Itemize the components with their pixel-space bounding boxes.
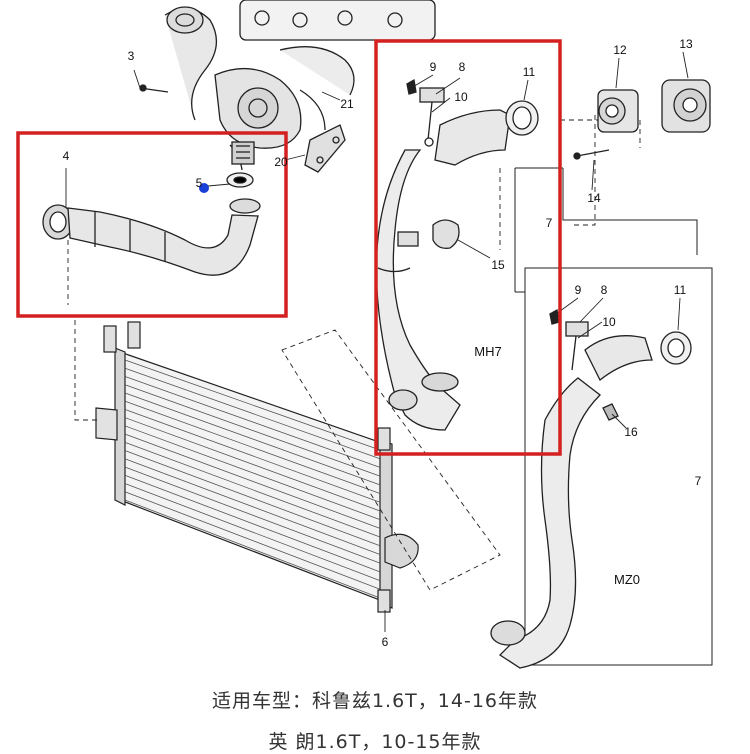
callout-11-mz0: 11	[674, 283, 687, 297]
highlight-box-mh7	[374, 39, 562, 456]
variant-label-mh7: MH7	[474, 344, 501, 359]
callout-12: 12	[613, 43, 627, 57]
callout-20: 20	[274, 155, 288, 169]
callout-7-mz0: 7	[695, 474, 702, 488]
callout-5: 5	[196, 176, 203, 190]
callout-10-mh7: 10	[454, 90, 468, 104]
callout-14: 14	[587, 191, 601, 205]
throttle-body-assembly	[573, 79, 711, 160]
callout-4: 4	[63, 149, 70, 163]
marker-dot	[199, 183, 209, 193]
hose-4-group	[42, 172, 261, 276]
callout-10-mz0: 10	[602, 315, 616, 329]
intercooler	[95, 321, 419, 613]
callout-9-mz0: 9	[575, 283, 582, 297]
variant-label-mz0: MZ0	[614, 572, 640, 587]
variant-frames	[514, 167, 713, 666]
highlight-boxes	[16, 39, 562, 456]
leader-lines	[65, 51, 689, 632]
callout-9-mh7: 9	[430, 60, 437, 74]
highlight-box-hose-4	[16, 131, 288, 318]
hose-7-mz0	[490, 308, 692, 669]
callout-11-mh7: 11	[523, 65, 536, 79]
turbo-manifold-assembly	[139, 0, 436, 173]
callout-21: 21	[340, 97, 354, 111]
caption-line-2: 英 朗1.6T，10-15年款	[268, 731, 482, 753]
callout-16: 16	[624, 425, 638, 439]
callout-15: 15	[491, 258, 505, 272]
callout-8-mz0: 8	[601, 283, 608, 297]
callout-13: 13	[679, 37, 693, 51]
hose-7-mh7	[375, 78, 539, 431]
callout-7-mh7: 7	[546, 216, 553, 230]
callouts: 3 21 20 4 5 9 8 10 11 12 13 14 7 15 9 8 …	[63, 37, 702, 649]
callout-6: 6	[382, 635, 389, 649]
callout-8-mh7: 8	[459, 60, 466, 74]
callout-3: 3	[128, 49, 135, 63]
caption-line-1: 适用车型：科鲁兹1.6T，14-16年款	[211, 690, 539, 712]
